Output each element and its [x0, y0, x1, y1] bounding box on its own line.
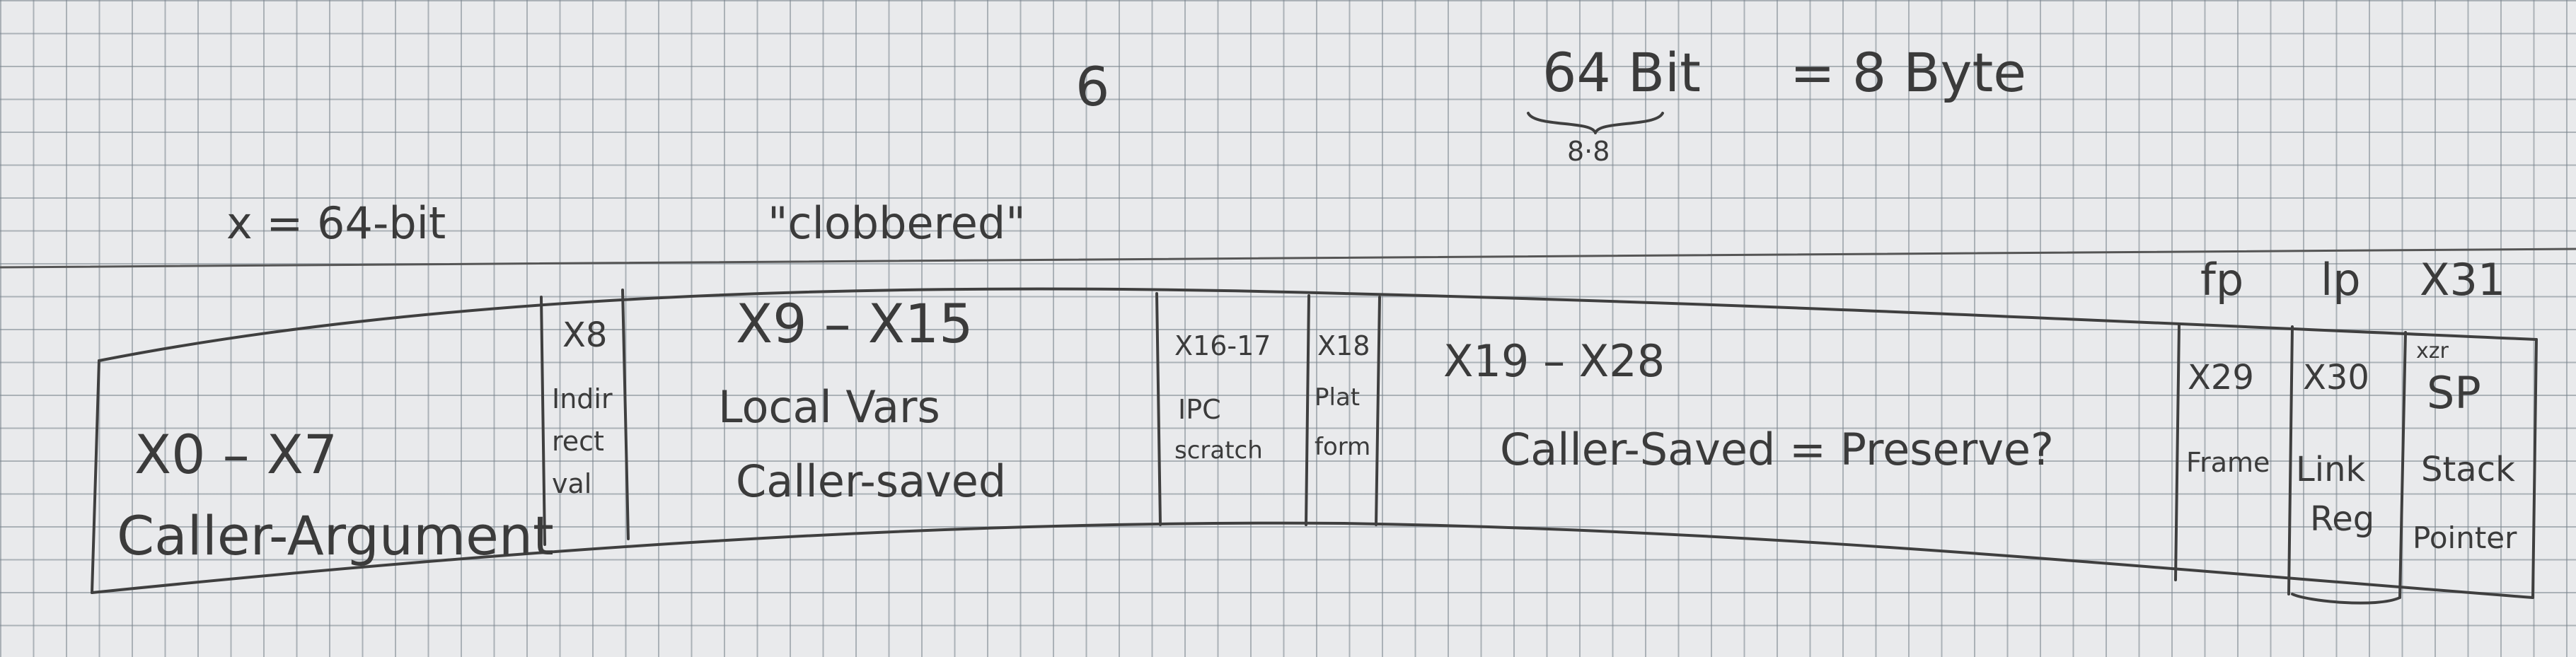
page-number: 6: [1075, 55, 1110, 118]
bits-label: 64 Bit: [1542, 41, 1701, 104]
clobbered-note: "clobbered": [768, 197, 1026, 249]
cell-x8-line2: rect: [552, 426, 604, 457]
cell-x9-x15-line1: Local Vars: [718, 381, 940, 433]
cell-sp-line3: Pointer: [2413, 521, 2517, 555]
fp-label: fp: [2200, 254, 2244, 306]
cell-x30-line2: Reg: [2310, 499, 2375, 539]
table-bottom-curve: [91, 521, 2534, 599]
cell-x9-x15-range: X9 – X15: [736, 292, 974, 355]
cell-x16-x17-line1: IPC: [1178, 394, 1221, 425]
divider-x18-right: [1375, 296, 1381, 526]
x30-rounded-corner: [2291, 593, 2401, 605]
divider-x8-right: [621, 289, 630, 540]
cell-x0-x7-range: X0 – X7: [134, 423, 338, 486]
table-top-curve: [98, 287, 2538, 362]
x-definition-note: x = 64-bit: [226, 197, 446, 249]
cell-sp-line2: Stack: [2421, 450, 2515, 489]
divider-x30-right: [2398, 331, 2407, 599]
cell-x30-range: X30: [2303, 358, 2369, 397]
cell-x29-range: X29: [2188, 358, 2254, 397]
cell-x16-x17-range: X16-17: [1174, 330, 1271, 361]
cell-x9-x15-line2: Caller-saved: [736, 455, 1007, 507]
divider-x29-right: [2287, 325, 2294, 595]
brace-note: 8·8: [1567, 136, 1610, 167]
cell-x30-line1: Link: [2296, 450, 2366, 489]
divider-x17-right: [1305, 294, 1310, 526]
cell-x29-desc: Frame: [2186, 447, 2270, 478]
divider-x8-left: [540, 296, 546, 546]
divider-x15-right: [1155, 292, 1162, 526]
cell-x19-x28-range: X19 – X28: [1443, 335, 1665, 387]
lp-label: lp: [2321, 254, 2361, 306]
page-rule-line: [0, 248, 2576, 269]
cell-sp-line1: SP: [2427, 367, 2481, 419]
cell-x8-line1: Indir: [552, 383, 613, 414]
cell-x8-range: X8: [562, 315, 608, 355]
cell-x19-x28-desc: Caller-Saved = Preserve?: [1500, 424, 2054, 475]
left-border: [91, 359, 100, 594]
cell-x18-line1: Plat: [1315, 383, 1361, 412]
cell-sp-xzr: xzr: [2416, 339, 2449, 364]
cell-x16-x17-line2: scratch: [1174, 436, 1263, 465]
bytes-label: = 8 Byte: [1790, 41, 2027, 104]
cell-x0-x7-desc: Caller-Argument: [117, 504, 554, 567]
divider-x28-right: [2174, 324, 2181, 581]
x31-label: X31: [2420, 254, 2506, 306]
right-border: [2531, 338, 2538, 599]
cell-x8-line3: val: [552, 468, 592, 499]
cell-x18-line2: form: [1315, 433, 1371, 461]
brace-under-64: [1527, 112, 1664, 134]
cell-x18-range: X18: [1317, 330, 1370, 361]
